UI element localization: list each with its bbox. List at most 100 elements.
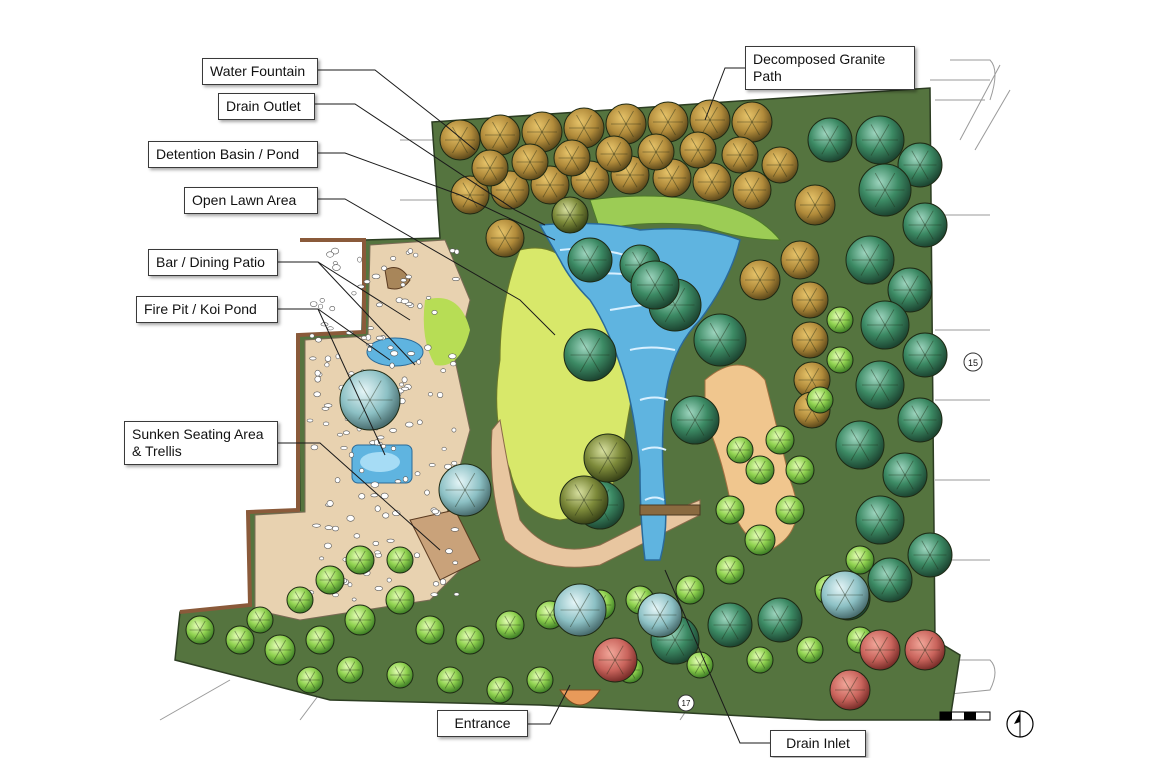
tree-spoke [771, 605, 781, 621]
tree-spoke [729, 500, 736, 511]
tree-spoke [734, 449, 741, 459]
pebble [374, 505, 381, 512]
tree-spoke [704, 181, 713, 195]
tree-spoke [719, 339, 731, 358]
tree-spoke [834, 351, 841, 361]
tree-spoke [879, 504, 890, 521]
pebble [451, 427, 457, 433]
tree-spoke [685, 404, 696, 421]
pebble [306, 418, 314, 423]
tree-spoke [562, 203, 571, 216]
tree-spoke [304, 671, 311, 681]
tree-spoke [598, 442, 609, 459]
tree-spoke [614, 659, 624, 675]
stepped-wall [179, 238, 366, 614]
tree-spoke [924, 224, 934, 240]
pebble [407, 248, 414, 254]
pebble [374, 550, 381, 555]
tree-spoke [394, 559, 401, 569]
tree-spoke [759, 266, 768, 281]
pebble [416, 359, 422, 365]
pebble [348, 452, 355, 458]
tree-canopy [860, 300, 910, 350]
tree-spoke [359, 559, 366, 570]
tree-canopy [415, 615, 445, 645]
tree-spoke [632, 251, 641, 266]
tree-spoke [724, 569, 731, 580]
scale-bar [939, 711, 991, 721]
tree-spoke [344, 669, 351, 679]
north-arrow-icon [1006, 710, 1034, 738]
tree-canopy [526, 666, 554, 694]
tree-canopy [904, 629, 946, 671]
tree-spoke [349, 661, 356, 671]
tree-spoke [879, 124, 890, 141]
leader-lines [278, 67, 770, 744]
pebble [450, 527, 460, 532]
tree-spoke [850, 444, 861, 461]
tree-spoke [719, 322, 731, 341]
pebble [309, 333, 315, 339]
tree-spoke [732, 154, 741, 167]
tree-spoke [664, 165, 673, 179]
tree-canopy [744, 524, 776, 556]
tree-spoke [875, 309, 886, 326]
pebble [400, 282, 406, 288]
tree-spoke [549, 184, 558, 198]
tree-spoke [792, 259, 801, 273]
tree-spoke [534, 671, 541, 681]
tree-spoke [694, 419, 705, 436]
tree-spoke [482, 167, 491, 180]
tree-spoke [665, 639, 676, 656]
pebble [386, 577, 392, 583]
tree-spoke [655, 140, 664, 153]
pebble [450, 361, 457, 367]
pebble [340, 445, 348, 450]
tree-spoke [834, 311, 841, 321]
tree-canopy [721, 136, 759, 174]
tree-spoke [860, 244, 871, 261]
pebble [381, 265, 387, 271]
pebble [327, 326, 334, 331]
pebble [372, 540, 380, 546]
tree-spoke [739, 143, 748, 156]
tree-spoke [544, 614, 551, 625]
tree-canopy [859, 629, 901, 671]
tree-spoke [294, 599, 301, 609]
tree-spoke [579, 354, 591, 373]
pebble [310, 444, 319, 451]
label-detention-basin: Detention Basin / Pond [148, 141, 318, 168]
tree-spoke [522, 161, 531, 174]
pebble [309, 301, 318, 307]
tree-spoke [651, 614, 661, 630]
tree-spoke [299, 591, 306, 601]
tree-spoke [754, 530, 761, 541]
tree-spoke [821, 139, 831, 155]
tree-spoke [802, 288, 811, 301]
tree-spoke [896, 474, 906, 490]
tree-spoke [875, 324, 886, 341]
tree-canopy [559, 475, 609, 525]
tree-spoke [569, 214, 578, 227]
tree-spoke [869, 259, 880, 276]
tree-spoke [534, 131, 543, 146]
tree-spoke [804, 641, 811, 651]
tree-spoke [394, 666, 401, 676]
tree-canopy [855, 360, 905, 410]
tree-spoke [751, 177, 760, 191]
tree-spoke [309, 679, 316, 689]
tree-spoke [469, 639, 476, 650]
pebble [326, 500, 334, 507]
tree-spoke [879, 519, 890, 536]
tree-canopy [511, 143, 549, 181]
pebble [382, 512, 390, 519]
tree-spoke [639, 251, 648, 266]
tree-spoke [399, 674, 406, 684]
tree-spoke [896, 460, 906, 476]
tree-spoke [924, 340, 934, 356]
tree-spoke [709, 106, 718, 121]
tree-spoke [576, 127, 585, 142]
tree-spoke [449, 679, 456, 689]
tree-canopy [855, 495, 905, 545]
tree-spoke [874, 172, 886, 191]
